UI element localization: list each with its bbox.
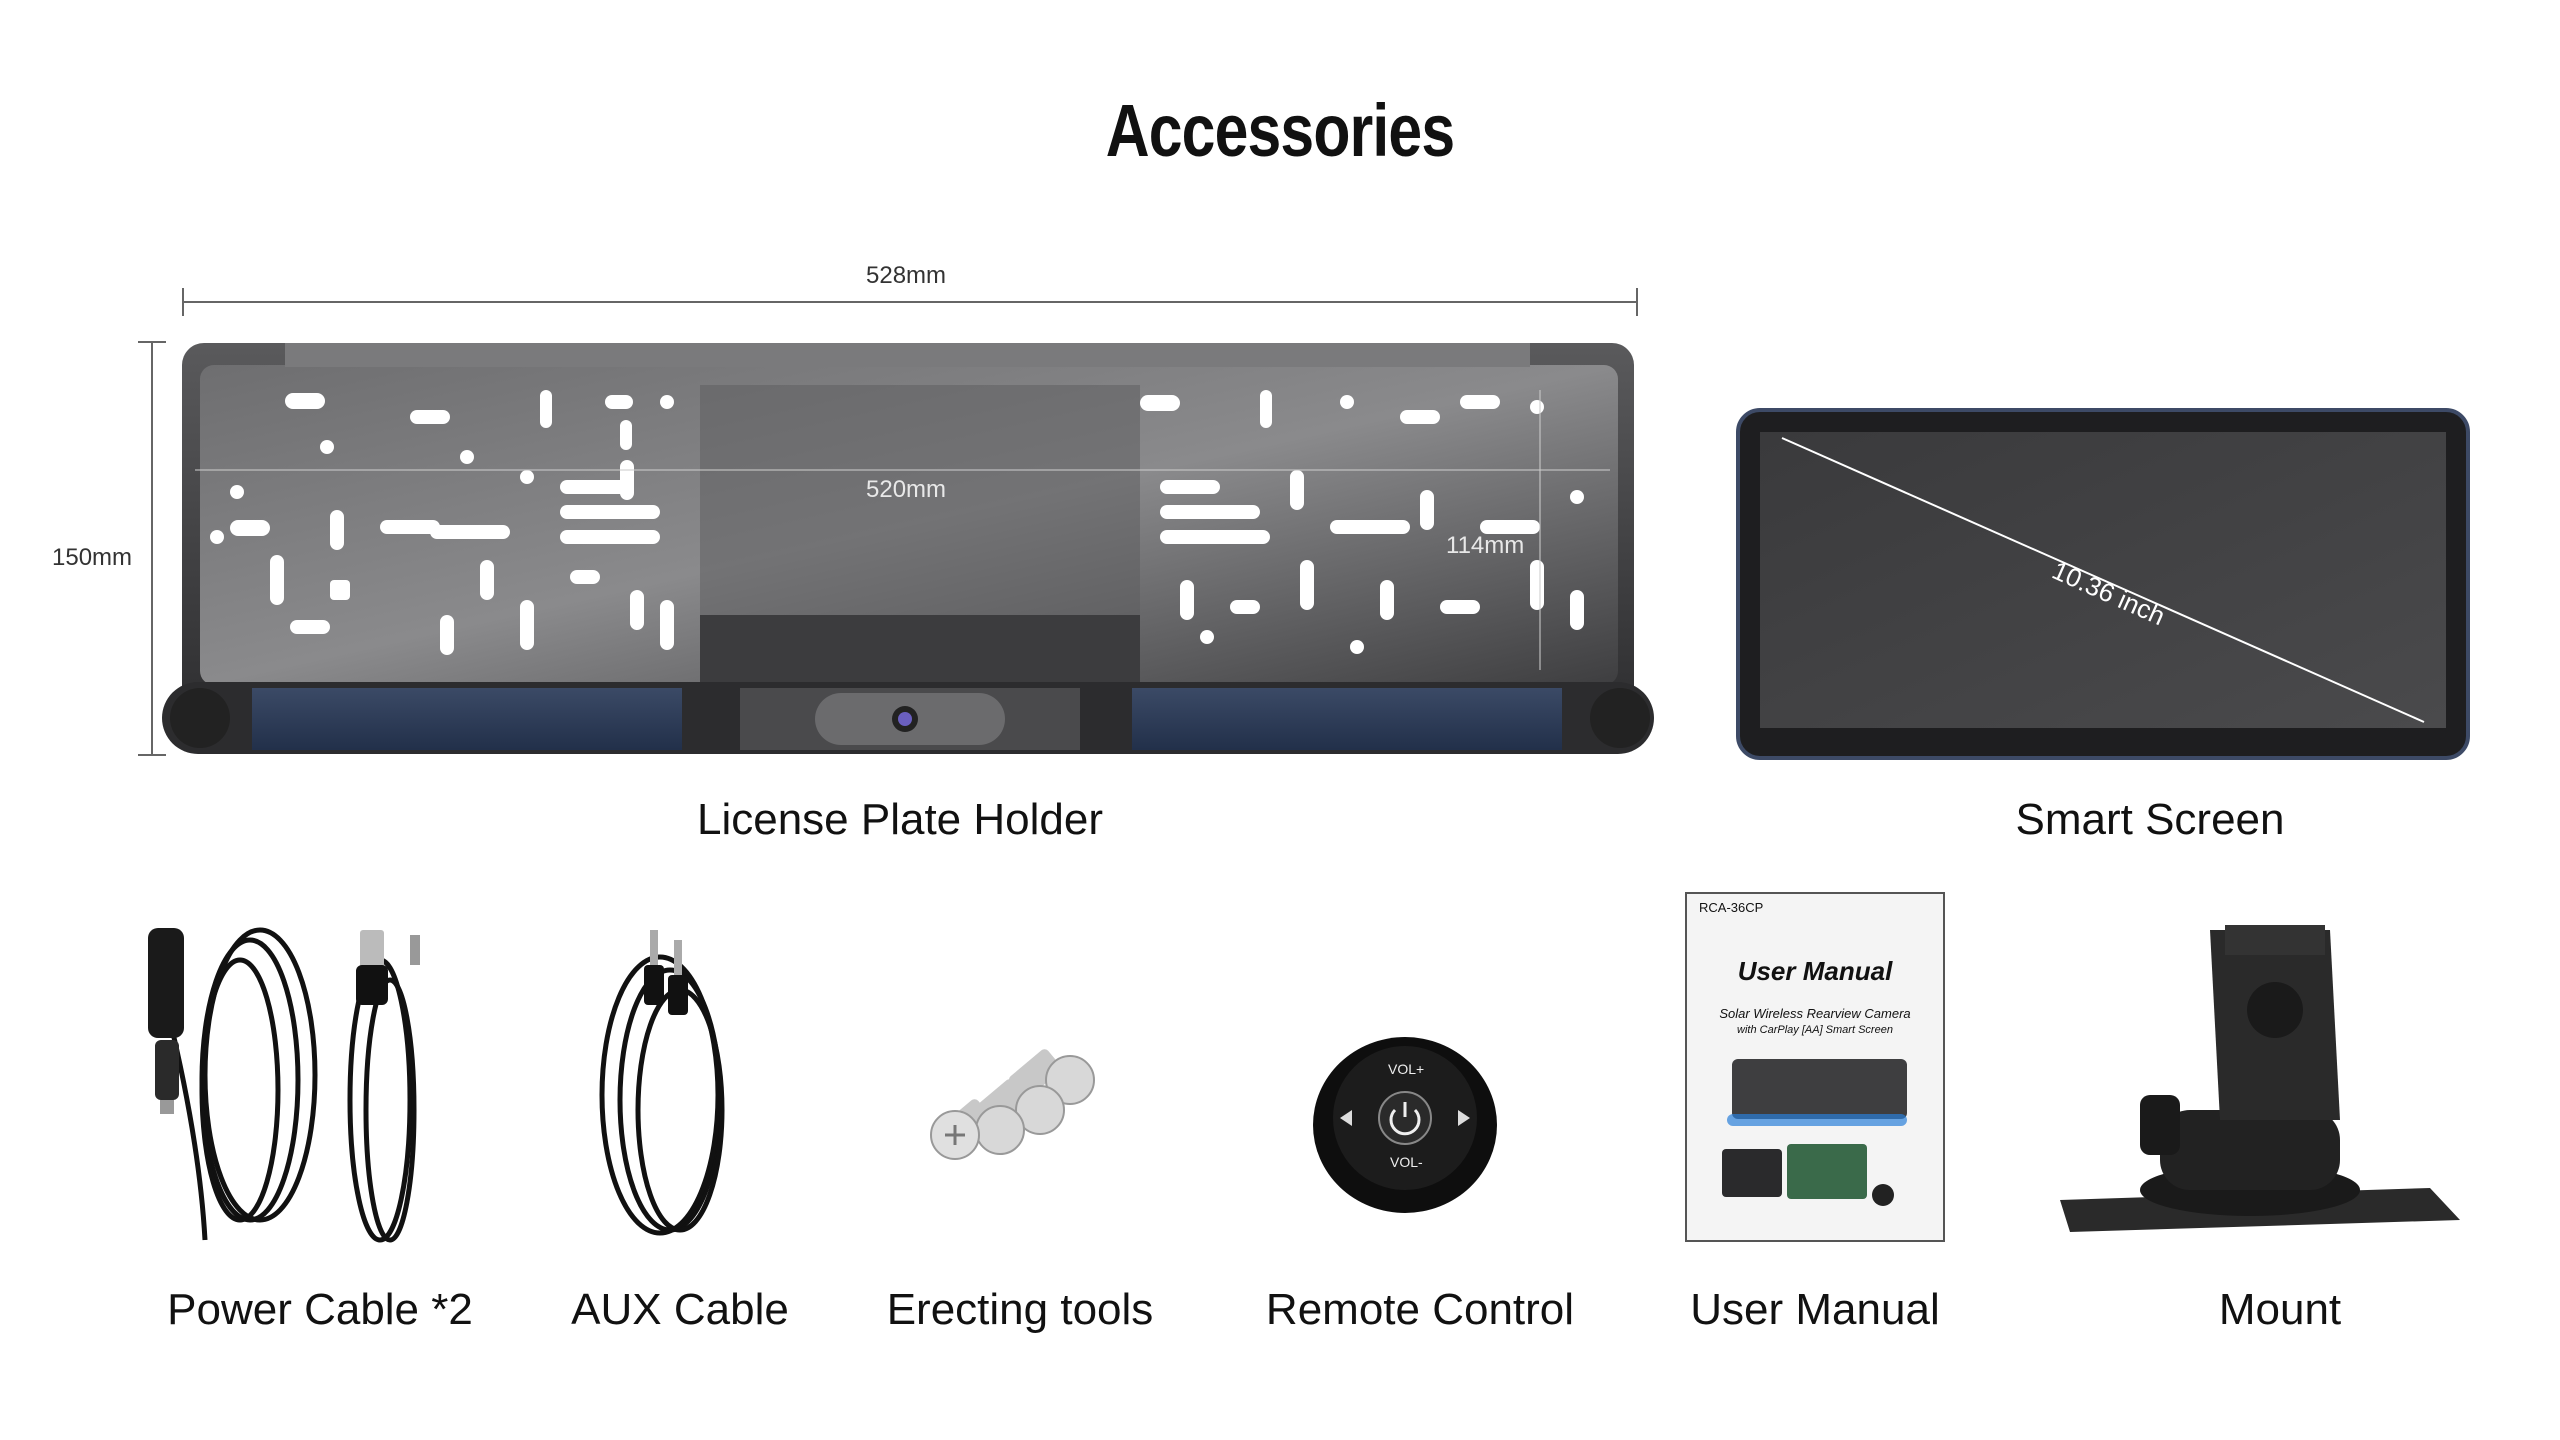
caption-license-plate-holder: License Plate Holder <box>696 795 1103 844</box>
manual-model: RCA-36CP <box>1699 900 1764 915</box>
width-outer-label: 528mm <box>866 262 947 289</box>
width-inner-label: 520mm <box>866 476 947 503</box>
caption-user-manual: User Manual <box>1690 1285 1940 1334</box>
remote-vol-down-label: VOL- <box>1390 1154 1423 1170</box>
caption-mount: Mount <box>2218 1285 2342 1334</box>
caption-power-cable: Power Cable *2 <box>167 1285 473 1334</box>
manual-subtitle-2: with CarPlay [AA] Smart Screen <box>1737 1024 1893 1036</box>
manual-plate-thumbnail <box>1732 1059 1907 1119</box>
height-outer-label: 150mm <box>52 544 133 571</box>
manual-device-thumbnail-1 <box>1722 1149 1782 1197</box>
height-inner-label: 114mm <box>1446 532 1525 559</box>
user-manual-image: RCA-36CP User Manual Solar Wireless Rear… <box>1685 892 1945 1242</box>
page-title: Accessories <box>1105 89 1455 172</box>
caption-aux-cable: AUX Cable <box>571 1285 789 1334</box>
caption-smart-screen: Smart Screen <box>2015 795 2285 844</box>
manual-device-thumbnail-2 <box>1787 1144 1867 1199</box>
manual-subtitle-1: Solar Wireless Rearview Camera <box>1719 1006 1911 1021</box>
manual-heading: User Manual <box>1737 956 1893 986</box>
remote-vol-up-label: VOL+ <box>1388 1061 1425 1077</box>
manual-plate-light <box>1727 1114 1907 1126</box>
caption-erecting-tools: Erecting tools <box>886 1285 1154 1334</box>
manual-device-thumbnail-3 <box>1872 1184 1894 1206</box>
caption-remote-control: Remote Control <box>1265 1285 1575 1334</box>
